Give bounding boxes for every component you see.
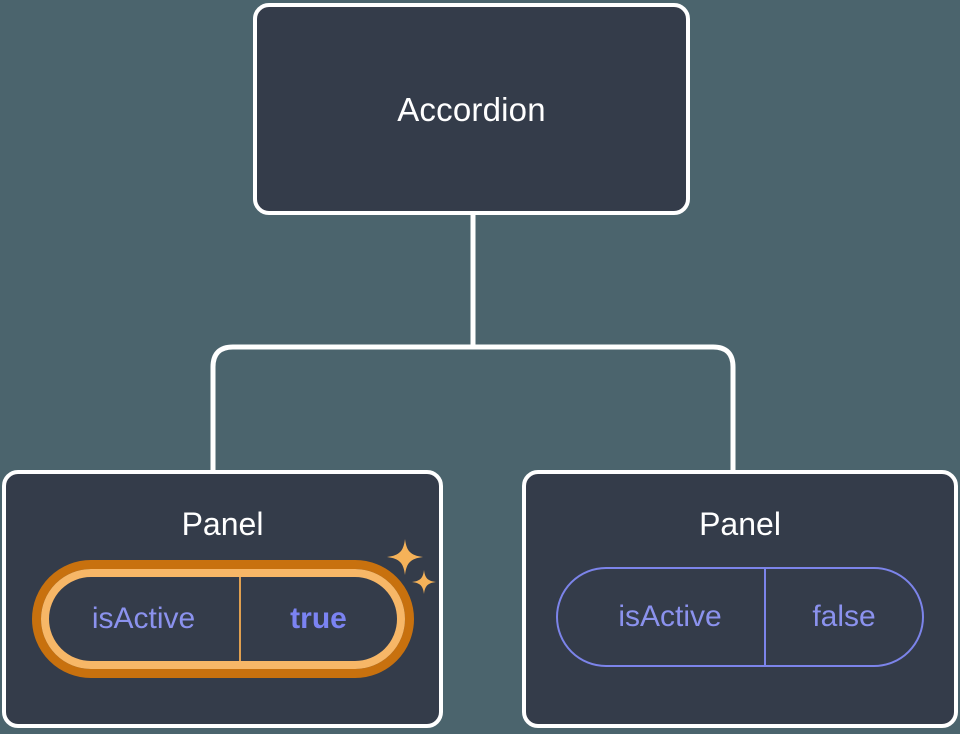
node-panel-left[interactable]: Panel isActive true bbox=[2, 470, 443, 728]
sparkle-icon bbox=[387, 539, 423, 575]
prop-pill-active[interactable]: isActive true bbox=[40, 569, 405, 669]
node-accordion-label: Accordion bbox=[397, 90, 546, 128]
prop-value-isactive-right: false bbox=[812, 600, 876, 633]
prop-pill-highlighted-wrapper: isActive true bbox=[31, 560, 414, 678]
node-panel-left-label: Panel bbox=[181, 506, 264, 542]
node-panel-right-label: Panel bbox=[699, 506, 781, 542]
prop-pill-inactive[interactable]: isActive false bbox=[556, 567, 924, 667]
prop-value-isactive-left: true bbox=[290, 602, 347, 635]
connector-branch-bar bbox=[210, 344, 736, 470]
prop-key-isactive-right: isActive bbox=[558, 569, 766, 665]
prop-pill-highlight-ring bbox=[31, 560, 414, 678]
node-panel-right[interactable]: Panel isActive false bbox=[522, 470, 958, 728]
sparkle-icon-small bbox=[412, 570, 436, 594]
node-accordion[interactable]: Accordion bbox=[253, 3, 690, 215]
prop-key-isactive-left: isActive bbox=[49, 577, 241, 661]
